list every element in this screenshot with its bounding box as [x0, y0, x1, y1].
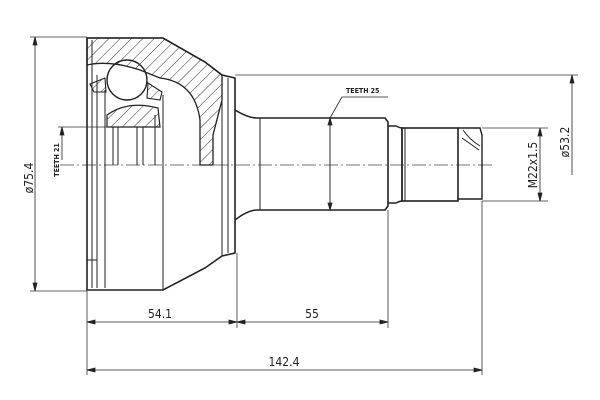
housing-length-label: 54.1: [148, 307, 172, 321]
thread-label: M22x1.5: [526, 142, 540, 189]
threaded-stub: [401, 127, 483, 202]
inner-race-section: [106, 104, 161, 128]
outer-housing: [86, 37, 236, 291]
dimension-lines: [32, 36, 575, 373]
shaft-teeth-label: TEETH 25: [346, 87, 379, 95]
cage-section: [89, 77, 163, 101]
shaft-length-label: 55: [305, 307, 319, 321]
housing-diameter-label: ø75.4: [22, 163, 36, 194]
inner-race-splines: [112, 115, 156, 165]
seat-diameter-label: ø53.2: [558, 127, 572, 158]
total-length-label: 142.4: [269, 355, 300, 369]
housing-section-hatch: [86, 37, 223, 166]
ball: [106, 59, 148, 101]
inner-teeth-label: TEETH 21: [53, 143, 61, 176]
extension-lines: [30, 36, 578, 375]
